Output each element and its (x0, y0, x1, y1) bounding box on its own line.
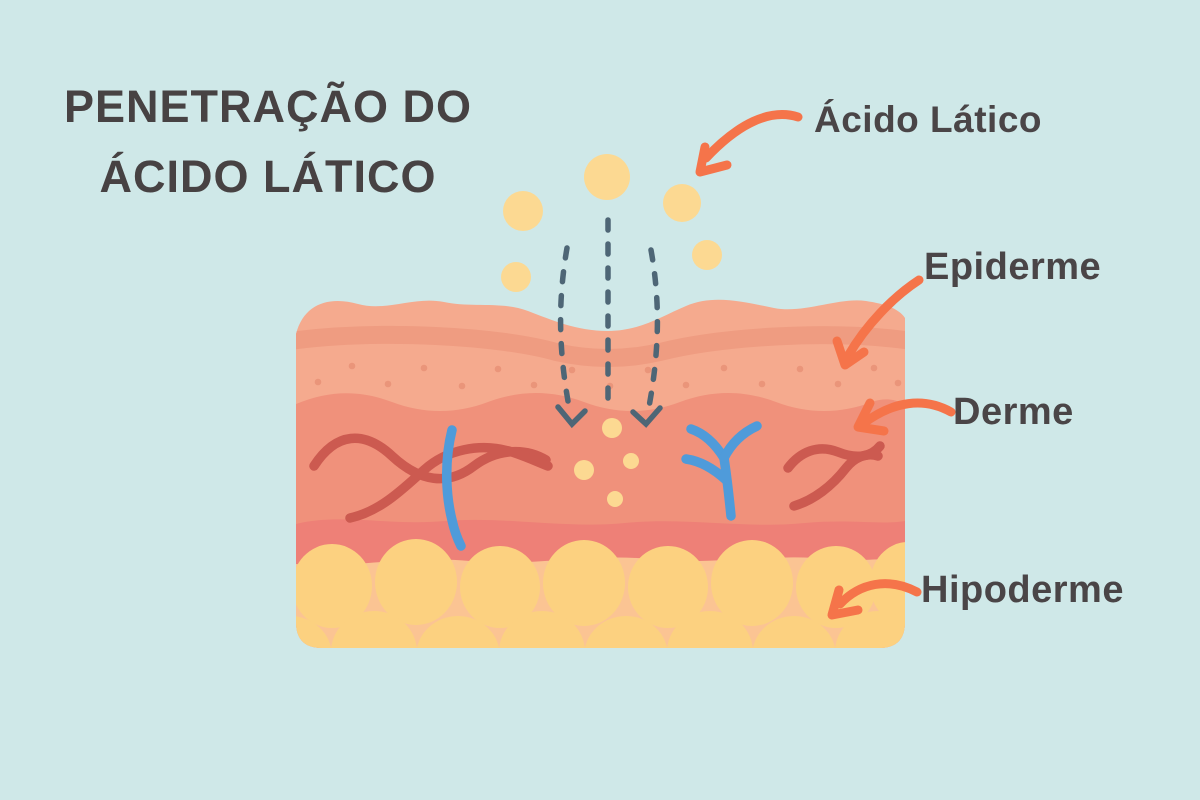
title-line-2: ÁCIDO LÁTICO (99, 150, 437, 202)
acid-droplets (501, 154, 722, 292)
dermis-annotation-arrow (853, 398, 956, 436)
page-title: PENETRAÇÃO DO ÁCIDO LÁTICO (38, 72, 498, 212)
blood-vessels-blue (442, 421, 762, 551)
arrowhead-left (555, 404, 588, 429)
epidermis-speckles (314, 362, 902, 390)
skin-cross-section (296, 299, 905, 648)
epidermis-annotation-arrow (832, 275, 924, 370)
title-line-1: PENETRAÇÃO DO (63, 81, 473, 132)
hypodermis-annotation-arrow (827, 579, 922, 620)
epidermis-stripe (296, 325, 905, 367)
blood-vessels-red (309, 433, 885, 523)
acid-dots-in-dermis (574, 418, 639, 507)
acid-annotation-arrow (695, 110, 803, 177)
label-acido-latico: Ácido Lático (814, 99, 1043, 140)
penetration-dashed-arrows (555, 217, 663, 429)
label-epiderme: Epiderme (924, 246, 1102, 288)
label-hipoderme: Hipoderme (921, 569, 1124, 611)
label-derme: Derme (953, 391, 1074, 433)
annotation-arrows (695, 110, 956, 620)
arrowhead-right (630, 405, 663, 428)
